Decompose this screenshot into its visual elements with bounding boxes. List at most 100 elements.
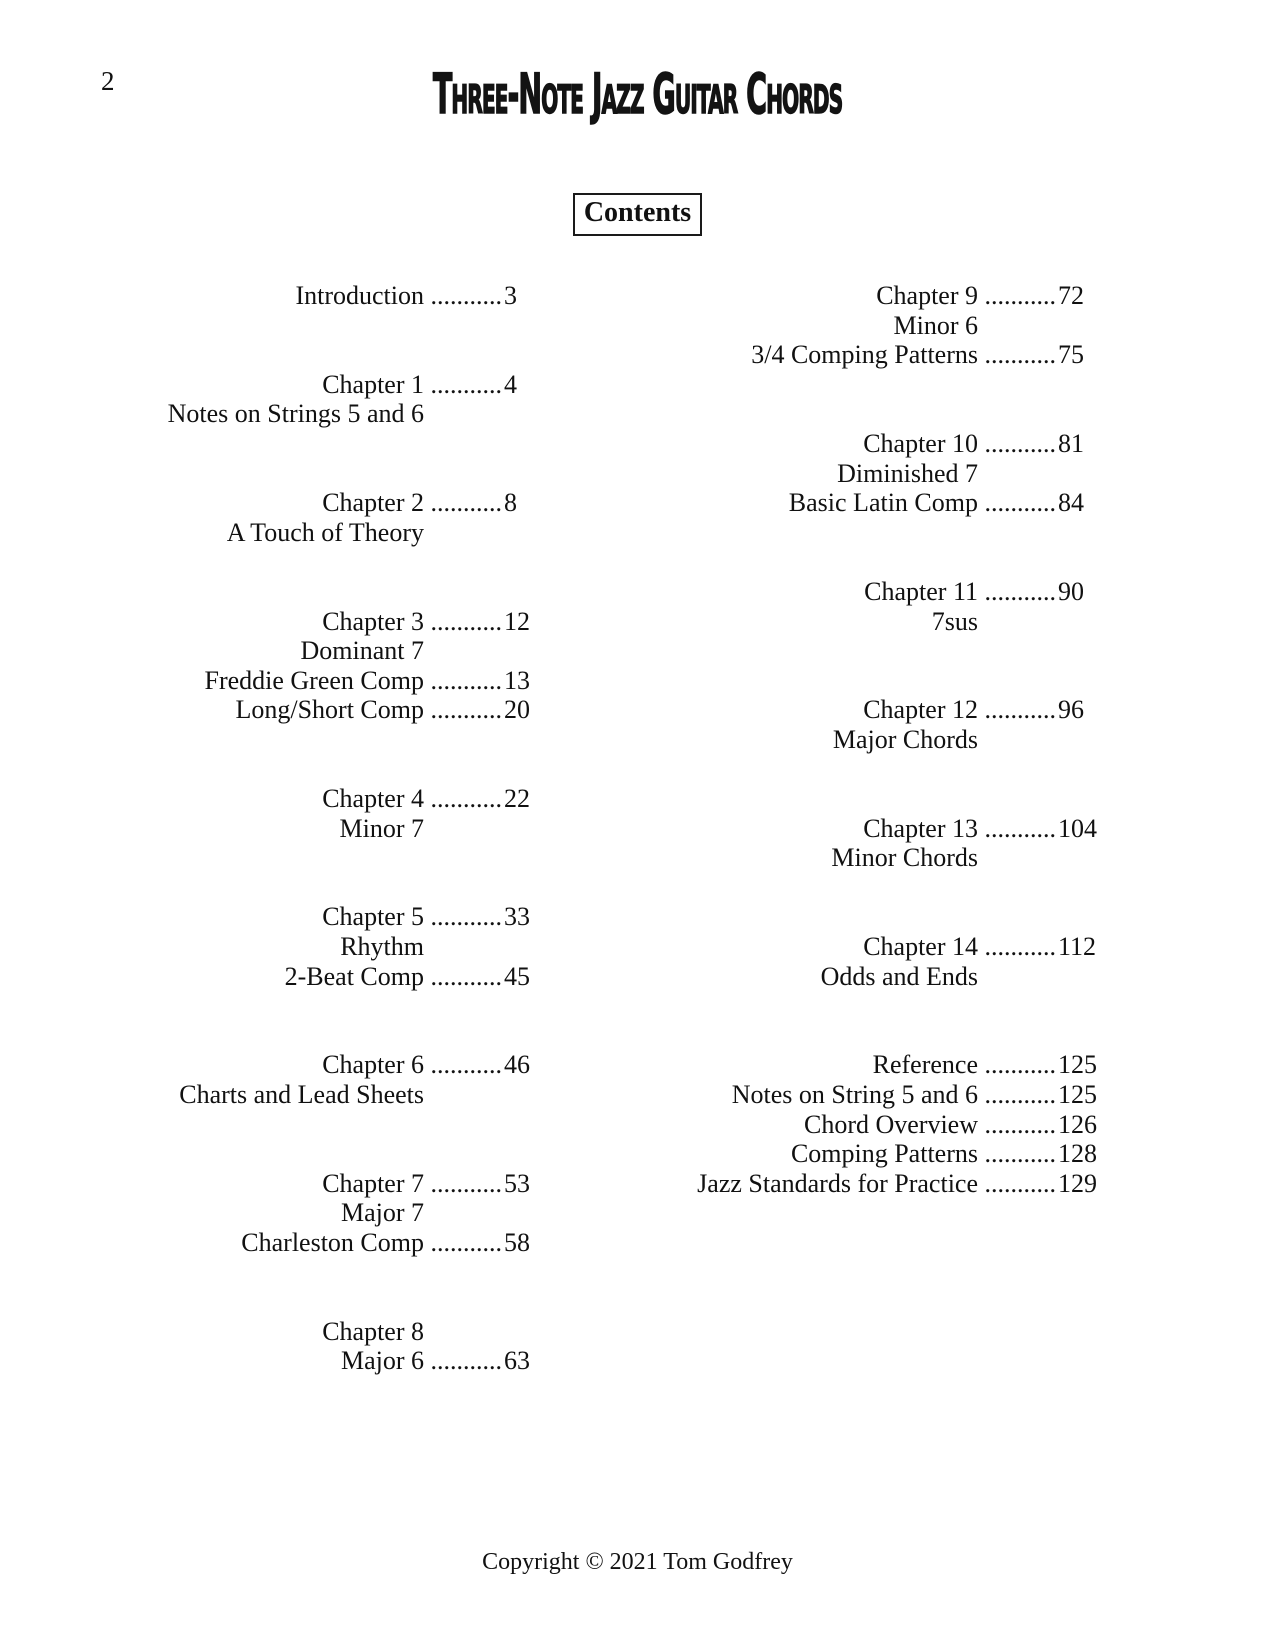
toc-entry-title: Chapter 4 [322, 784, 424, 814]
toc-entry[interactable]: Chapter 4 ...........22 [60, 784, 530, 814]
toc-entry-title: Chord Overview [803, 1109, 978, 1139]
toc-entry[interactable]: Chapter 10 ...........81 [560, 429, 1084, 459]
toc-entry-title: Basic Latin Comp [788, 488, 978, 518]
toc-entry[interactable]: Chapter 2 ...........8 [60, 488, 517, 518]
toc-leader-dots: ........... [978, 281, 1057, 310]
toc-entry-page: 12 [504, 606, 530, 636]
toc-entry[interactable]: Basic Latin Comp ...........84 [560, 488, 1084, 518]
toc-entry[interactable]: Chapter 14 ...........112 [560, 932, 1096, 962]
toc-entry[interactable]: Charleston Comp ...........58 [60, 1228, 530, 1258]
toc-entry-page: 96 [1058, 695, 1084, 725]
toc-leader-dots: ........... [424, 665, 503, 695]
toc-entry-page: 112 [1058, 932, 1097, 962]
toc-entry-title: Dominant 7 [300, 636, 425, 666]
toc-entry-title: Major Chords [832, 724, 978, 754]
toc-entry[interactable]: 3/4 Comping Patterns ...........75 [560, 340, 1084, 370]
toc-entry[interactable]: Charts and Lead Sheets [60, 1080, 424, 1110]
toc-entry[interactable]: Chapter 3 ...........12 [60, 607, 530, 637]
toc-entry[interactable]: Minor Chords [560, 843, 978, 873]
toc-entry[interactable]: Dominant 7 [60, 636, 425, 666]
toc-entry-title: Notes on String 5 and 6 [731, 1080, 978, 1110]
toc-entry-page: 8 [504, 488, 517, 518]
toc-entry-page: 90 [1058, 576, 1084, 606]
toc-leader-dots: ........... [978, 428, 1057, 458]
toc-entry-page: 53 [504, 1168, 530, 1198]
toc-entry[interactable]: Chapter 12 ...........96 [560, 695, 1084, 725]
toc-leader-dots: ........... [978, 1109, 1057, 1139]
toc-entry-page: 126 [1058, 1109, 1097, 1139]
toc-entry[interactable]: A Touch of Theory [60, 518, 424, 548]
toc-entry[interactable]: 2-Beat Comp ...........45 [60, 962, 530, 992]
toc-entry-page: 128 [1058, 1139, 1097, 1169]
toc-entry[interactable]: Chapter 7 ...........53 [60, 1169, 530, 1199]
toc-entry-title: Chapter 8 [322, 1316, 424, 1346]
toc-leader-dots: ........... [424, 784, 503, 814]
toc-entry[interactable]: Long/Short Comp ...........20 [60, 695, 530, 725]
toc-entry-page: 3 [504, 281, 517, 310]
toc-entry[interactable]: Jazz Standards for Practice ...........1… [560, 1169, 1097, 1199]
toc-entry[interactable]: Chapter 13 ...........104 [560, 814, 1097, 844]
toc-entry[interactable]: Introduction ...........3 [60, 281, 517, 311]
toc-entry[interactable]: Notes on String 5 and 6 ...........125 [560, 1080, 1097, 1110]
toc-entry-page: 63 [504, 1346, 530, 1376]
toc-entry[interactable]: Chapter 9 ...........72 [560, 281, 1084, 311]
toc-entry[interactable]: Chord Overview ...........126 [560, 1109, 1097, 1140]
toc-entry-page: 45 [504, 961, 530, 991]
toc-entry[interactable]: 7sus [560, 607, 978, 637]
toc-entry[interactable]: Chapter 5 ...........33 [60, 902, 530, 932]
toc-entry-title: Charts and Lead Sheets [179, 1080, 424, 1110]
toc-leader-dots: ........... [978, 1080, 1057, 1110]
toc-entry[interactable]: Odds and Ends [560, 962, 978, 992]
toc-leader-dots: ........... [978, 1050, 1057, 1080]
contents-heading-box: Contents [572, 193, 703, 236]
toc-entry[interactable]: Reference ...........125 [560, 1050, 1097, 1080]
toc-entry-page: 125 [1058, 1050, 1097, 1080]
toc-entry[interactable]: Minor 7 [60, 814, 425, 844]
toc-entry[interactable]: Major 7 [60, 1198, 424, 1228]
toc-entry[interactable]: Chapter 6 ...........46 [60, 1050, 530, 1080]
toc-leader-dots: ........... [424, 281, 503, 310]
toc-entry-title: Chapter 14 [863, 932, 978, 962]
toc-leader-dots: ........... [978, 1168, 1057, 1198]
toc-leader-dots: ........... [424, 1346, 503, 1376]
toc-leader-dots: ........... [424, 369, 503, 399]
toc-entry-page: 81 [1058, 428, 1084, 458]
toc-entry[interactable]: Diminished 7 [560, 459, 978, 489]
toc-entry[interactable]: Rhythm [60, 932, 424, 962]
toc-entry-title: Major 6 [340, 1346, 424, 1376]
toc-leader-dots: ........... [424, 1168, 503, 1198]
toc-entry-page: 75 [1058, 340, 1084, 370]
toc-leader-dots: ........... [978, 695, 1057, 725]
toc-entry-title: Minor Chords [831, 843, 978, 873]
toc-entry[interactable]: Major 6 ...........63 [60, 1346, 530, 1376]
toc-entry[interactable]: Minor 6 [560, 311, 979, 341]
toc-entry-page: 4 [504, 369, 517, 399]
toc-entry-page: 104 [1058, 813, 1097, 843]
toc-entry-title: 7sus [931, 606, 978, 636]
toc-entry[interactable]: Chapter 8 [60, 1317, 424, 1347]
toc-entry-title: Chapter 1 [322, 369, 424, 399]
toc-entry-title: Chapter 2 [322, 488, 424, 518]
toc-entry[interactable]: Comping Patterns ...........128 [560, 1139, 1097, 1169]
toc-entry[interactable]: Freddie Green Comp ...........13 [60, 666, 530, 696]
toc-leader-dots: ........... [978, 932, 1057, 962]
toc-entry[interactable]: Notes on Strings 5 and 6 [60, 399, 424, 429]
book-title: Three-Note Jazz Guitar Chords [432, 62, 843, 126]
toc-entry-title: Reference [872, 1050, 978, 1080]
toc-entry[interactable]: Chapter 11 ...........90 [560, 577, 1084, 607]
toc-entry-title: Long/Short Comp [235, 695, 424, 725]
toc-leader-dots: ........... [424, 695, 503, 725]
toc-entry[interactable]: Major Chords [560, 725, 978, 755]
toc-entry[interactable]: Chapter 1 ...........4 [60, 369, 517, 400]
